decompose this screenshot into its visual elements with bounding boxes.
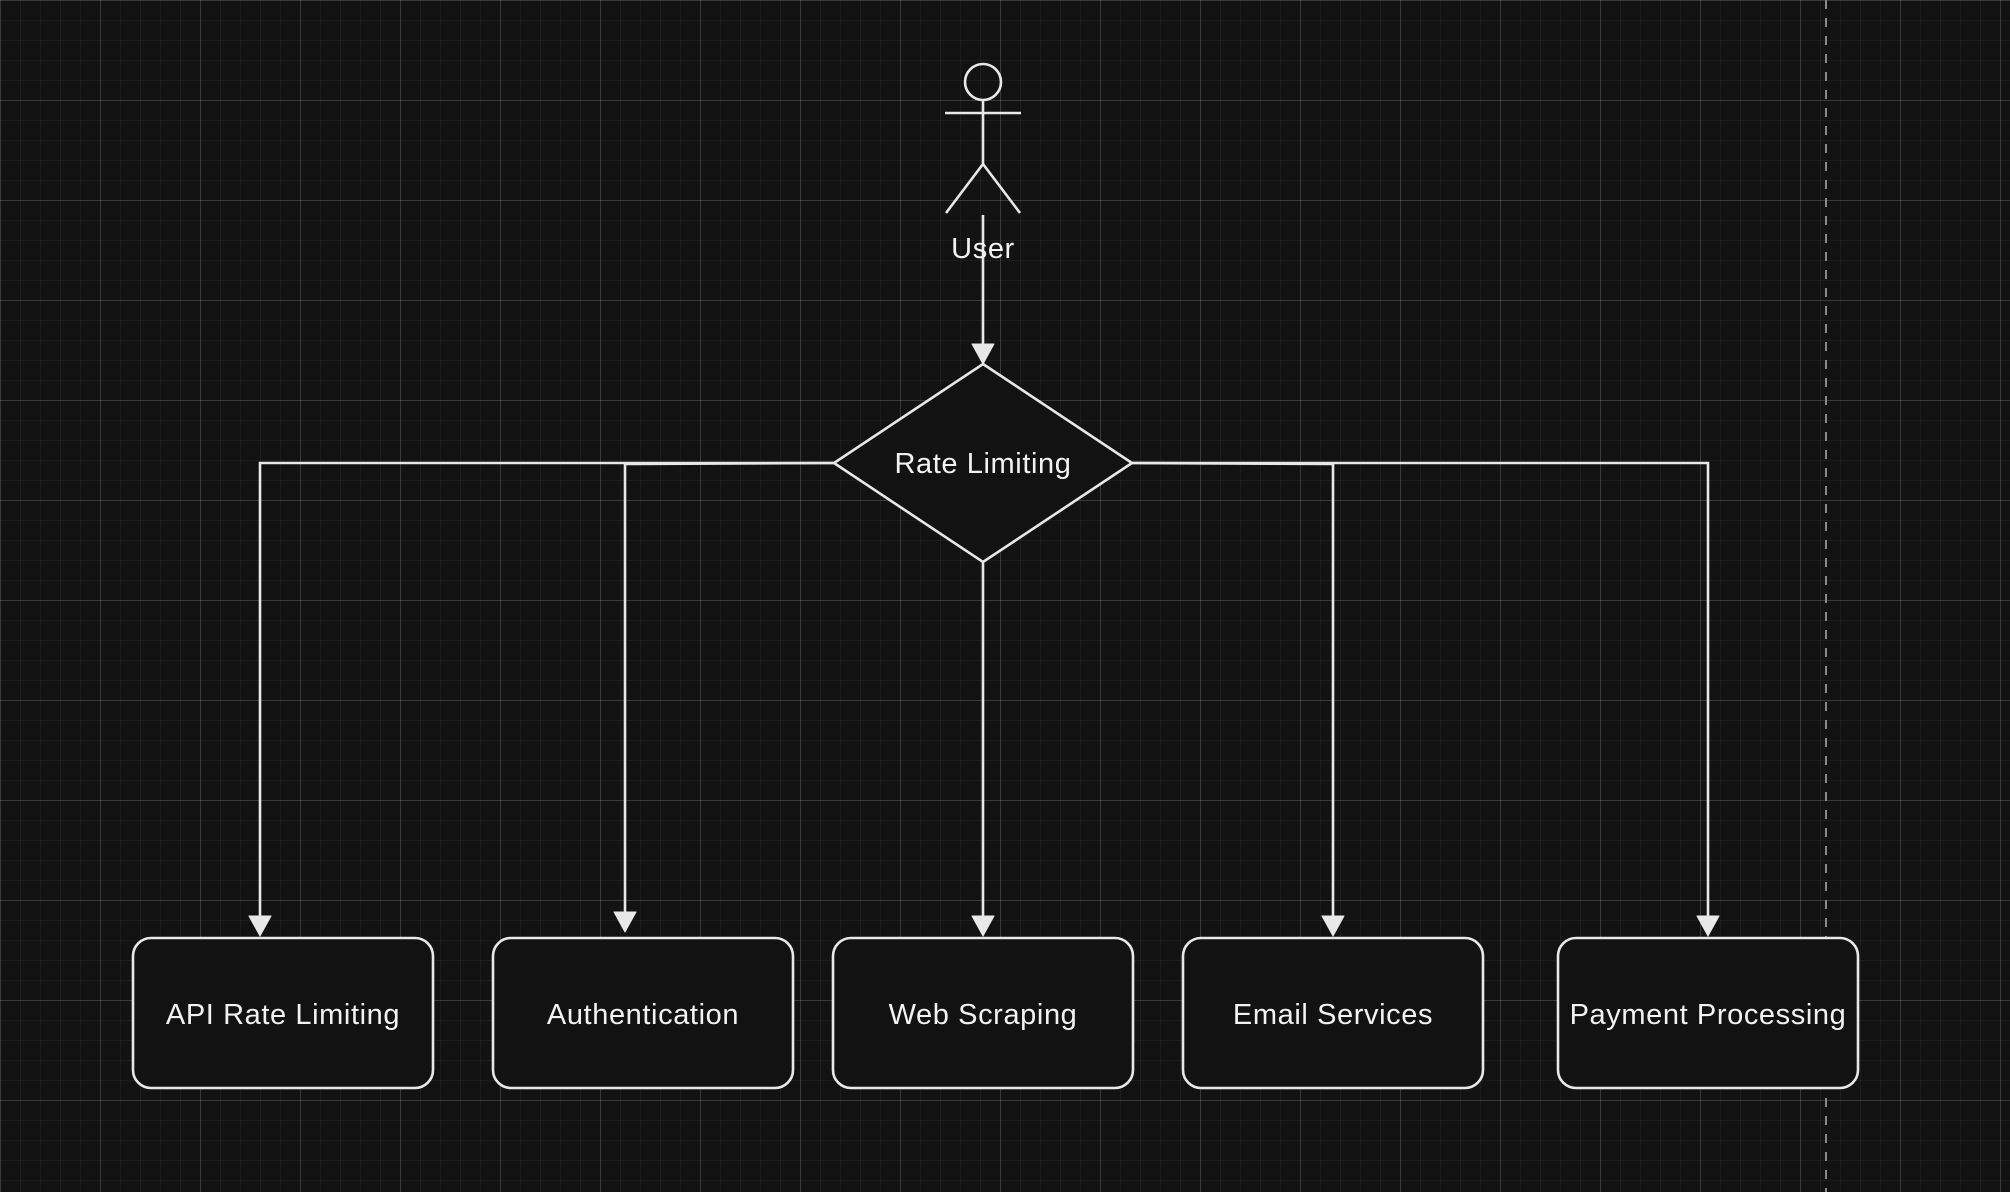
arrowhead-icon	[1696, 915, 1720, 937]
node-label: Authentication	[547, 999, 739, 1031]
node-payment-processing[interactable]: Payment Processing	[1556, 936, 1860, 1090]
node-label: Email Services	[1233, 999, 1433, 1031]
node-web-scraping[interactable]: Web Scraping	[831, 936, 1135, 1090]
connector-decision-to-email-services[interactable]	[1131, 461, 1345, 937]
arrowhead-icon	[1321, 915, 1345, 937]
connector-decision-to-web-scraping[interactable]	[971, 562, 995, 937]
arrowhead-icon	[971, 343, 995, 365]
node-label: API Rate Limiting	[166, 999, 400, 1031]
actor-user[interactable]: User	[944, 62, 1022, 265]
arrowhead-icon	[971, 915, 995, 937]
node-api-rate-limiting[interactable]: API Rate Limiting	[131, 936, 435, 1090]
decision-rate-limiting[interactable]: Rate Limiting	[831, 362, 1135, 564]
arrowhead-icon	[613, 911, 637, 933]
connector-decision-to-authentication[interactable]	[613, 461, 835, 933]
connector-decision-to-api-rate-limiting[interactable]	[248, 461, 834, 937]
node-label: Web Scraping	[889, 999, 1078, 1031]
node-email-services[interactable]: Email Services	[1181, 936, 1485, 1090]
decision-label: Rate Limiting	[894, 448, 1071, 480]
connector-user-to-decision[interactable]	[971, 215, 995, 365]
node-label: Payment Processing	[1570, 999, 1847, 1031]
decision-diamond	[831, 362, 1135, 564]
stick-figure-icon	[944, 62, 1022, 214]
node-authentication[interactable]: Authentication	[491, 936, 795, 1090]
actor-label: User	[951, 233, 1015, 265]
arrowhead-icon	[248, 915, 272, 937]
connector-decision-to-payment-processing[interactable]	[1132, 461, 1720, 937]
